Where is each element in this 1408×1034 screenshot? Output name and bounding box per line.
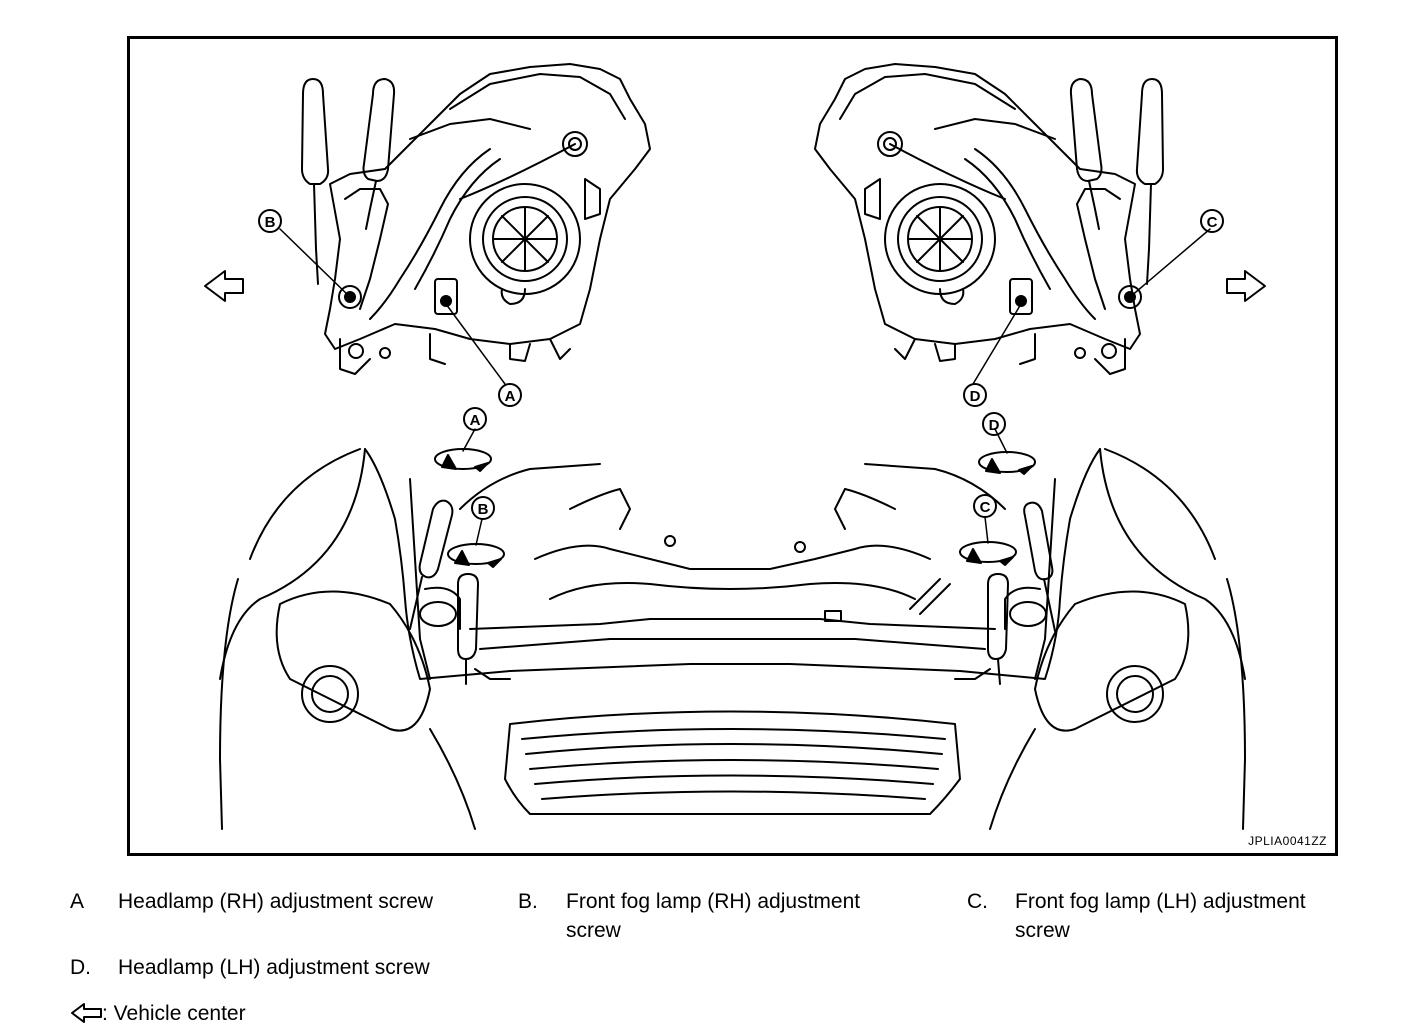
headlamp-adjustment-diagram: B A C D A B D C <box>204 63 1266 830</box>
screwdriver-icon <box>1135 78 1164 285</box>
figure-id-code: JPLIA0041ZZ <box>1248 834 1327 848</box>
legend-key: D. <box>70 956 91 979</box>
rotation-arrow-icon <box>978 451 1036 475</box>
legend-text: Headlamp (RH) adjustment screw <box>118 890 434 913</box>
legend-item-a: A Headlamp (RH) adjustment screw <box>70 887 490 947</box>
legend-text-cont: screw <box>566 919 621 942</box>
legend-vehicle-center: : Vehicle center <box>70 999 370 1029</box>
callout-a-top: A <box>498 383 522 407</box>
callout-d-top: D <box>963 383 987 407</box>
legend-item-b: B. Front fog lamp (RH) adjustment screw <box>518 887 938 947</box>
svg-text:A: A <box>470 412 481 429</box>
callout-d-lower: D <box>982 412 1006 436</box>
svg-text:B: B <box>265 214 276 231</box>
diagram-frame: B A C D A B D C JPLIA0041ZZ <box>127 36 1338 856</box>
arrow-left-icon <box>71 1003 102 1023</box>
rotation-arrow-icon <box>959 541 1017 566</box>
legend-item-c: C. Front fog lamp (LH) adjustment screw <box>967 887 1387 947</box>
callout-c-top: C <box>1200 209 1224 233</box>
screwdriver-icon <box>362 78 396 230</box>
legend-text: : Vehicle center <box>102 1002 246 1025</box>
svg-text:B: B <box>478 501 489 518</box>
screwdriver-icon <box>1023 501 1056 632</box>
legend-item-d: D. Headlamp (LH) adjustment screw <box>70 953 490 983</box>
callout-b-top: B <box>258 209 282 233</box>
rotation-arrow-icon <box>447 543 505 568</box>
svg-text:D: D <box>970 388 981 405</box>
callout-a-lower: A <box>463 407 487 431</box>
headlamp-assembly-lh <box>814 63 1142 375</box>
legend-key: A <box>70 890 85 913</box>
svg-text:D: D <box>989 417 1000 434</box>
screwdriver-icon <box>987 573 1009 685</box>
screwdriver-icon <box>301 78 330 285</box>
arrow-right-icon <box>1226 270 1266 302</box>
callout-b-lower: B <box>471 496 495 520</box>
legend-text: Front fog lamp (RH) adjustment <box>566 890 861 913</box>
legend-text: Front fog lamp (LH) adjustment <box>1015 890 1306 913</box>
legend-text-cont: screw <box>1015 919 1070 942</box>
screwdriver-icon <box>409 499 454 630</box>
legend-key: C. <box>967 890 988 913</box>
svg-text:C: C <box>1207 214 1218 231</box>
legend-text: Headlamp (LH) adjustment screw <box>118 956 430 979</box>
vehicle-front <box>219 448 1246 830</box>
rotation-arrow-icon <box>434 448 492 472</box>
legend-key: B. <box>518 890 538 913</box>
arrow-left-icon <box>204 270 244 302</box>
screwdriver-icon <box>1069 78 1103 230</box>
svg-text:A: A <box>505 388 516 405</box>
headlamp-assembly-rh <box>324 63 651 375</box>
screwdriver-icon <box>457 573 479 685</box>
svg-text:C: C <box>980 499 991 516</box>
callout-c-lower: C <box>973 494 997 518</box>
